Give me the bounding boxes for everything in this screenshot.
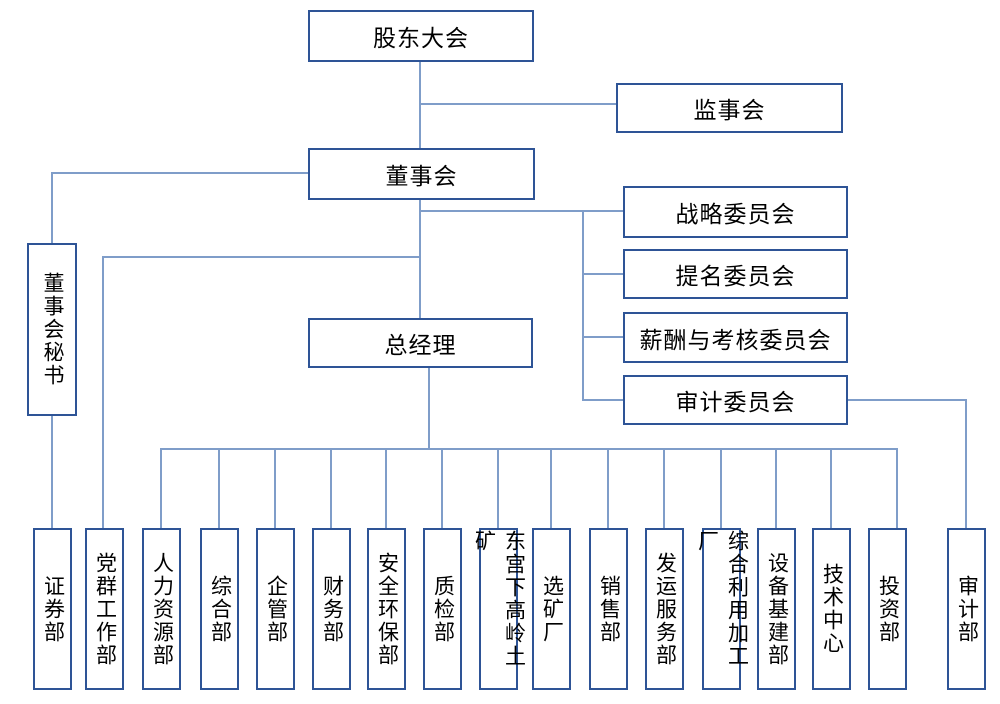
dept-human-resources: 人力资源部 (142, 528, 181, 690)
node-supervisory-board: 监事会 (616, 83, 843, 133)
dept-sales: 销售部 (589, 528, 628, 690)
connector (441, 448, 443, 528)
connector (102, 256, 104, 528)
connector (420, 103, 616, 105)
connector (830, 448, 832, 528)
connector (497, 448, 499, 528)
node-general-manager: 总经理 (308, 318, 533, 368)
connector (720, 448, 722, 528)
committee-remuneration-appraisal: 薪酬与考核委员会 (623, 312, 848, 363)
connector (51, 172, 308, 174)
connector (419, 200, 421, 318)
dept-investment: 投资部 (868, 528, 907, 690)
dept-finance: 财务部 (312, 528, 351, 690)
committee-audit: 审计委员会 (623, 375, 848, 425)
node-shareholders-meeting: 股东大会 (308, 10, 534, 62)
connector (160, 448, 898, 450)
committee-strategy: 战略委员会 (623, 186, 848, 238)
connector (965, 399, 967, 528)
connector (663, 448, 665, 528)
connector (330, 448, 332, 528)
connector (582, 210, 584, 401)
connector (582, 336, 623, 338)
dept-technology-center: 技术中心 (812, 528, 851, 690)
connector (274, 448, 276, 528)
connector (160, 448, 162, 528)
dept-securities: 证券部 (33, 528, 72, 690)
connector (102, 256, 420, 258)
node-board-of-directors: 董事会 (308, 148, 535, 200)
connector (896, 448, 898, 528)
dept-shipping-service: 发运服务部 (645, 528, 684, 690)
connector (419, 62, 421, 148)
connector (51, 172, 53, 243)
committee-nomination: 提名委员会 (623, 249, 848, 299)
dept-party-mass-work: 党群工作部 (85, 528, 124, 690)
connector (607, 448, 609, 528)
connector (582, 399, 623, 401)
dept-ore-dressing-plant: 选矿厂 (532, 528, 571, 690)
connector (582, 273, 623, 275)
node-board-secretary: 董事会秘书 (27, 243, 77, 416)
connector (550, 448, 552, 528)
connector (385, 448, 387, 528)
connector (419, 210, 623, 212)
dept-enterprise-management: 企管部 (256, 528, 295, 690)
dept-donggongxia-kaolin-mine: 东宫下高岭土矿 (473, 528, 526, 690)
dept-audit: 审计部 (947, 528, 986, 690)
dept-general-office: 综合部 (200, 528, 239, 690)
dept-safety-environment: 安全环保部 (367, 528, 406, 690)
connector (428, 368, 430, 449)
dept-comprehensive-utilization-plant: 综合利用加工厂 (696, 528, 749, 690)
connector (218, 448, 220, 528)
dept-quality-inspection: 质检部 (423, 528, 462, 690)
connector (775, 448, 777, 528)
connector (848, 399, 967, 401)
connector (51, 416, 53, 528)
dept-equipment-infrastructure: 设备基建部 (757, 528, 796, 690)
